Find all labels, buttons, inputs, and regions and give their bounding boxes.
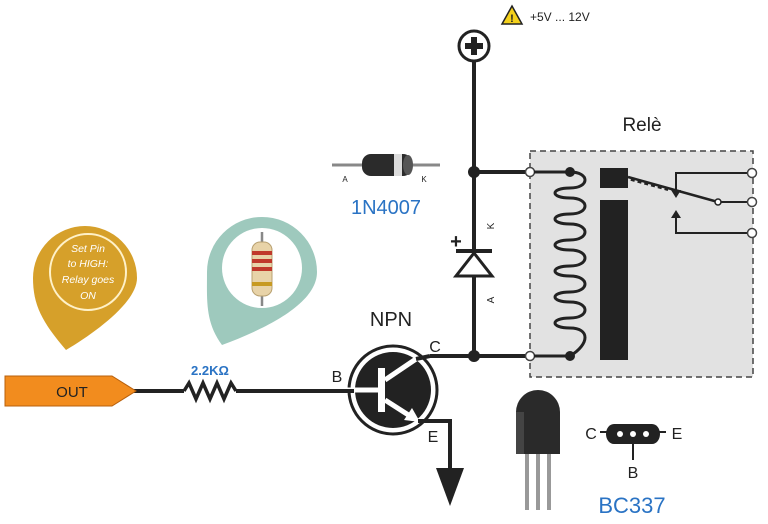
base-resistor xyxy=(182,378,238,404)
svg-text:!: ! xyxy=(510,13,514,25)
diode-polarity-mark: + xyxy=(450,231,462,253)
relay-coil xyxy=(553,170,587,358)
resistor-part-icon xyxy=(251,232,273,306)
relay-core xyxy=(600,200,628,360)
diode-part-label: 1N4007 xyxy=(351,197,421,219)
warning-triangle-icon: ! xyxy=(500,4,524,25)
diode-anode-mark: A xyxy=(486,296,497,303)
relay-box xyxy=(529,150,754,378)
callout-line-3: Relay goes xyxy=(62,274,115,286)
transistor-pin-e: E xyxy=(428,429,439,446)
npn-transistor xyxy=(340,344,439,436)
relay-label: Relè xyxy=(622,115,661,136)
bc337-pin-b: B xyxy=(628,465,639,482)
callout-line-2: to HIGH: xyxy=(68,258,109,270)
diode-part-cathode-mark: K xyxy=(421,175,427,184)
emitter-wire xyxy=(418,419,452,470)
transistor-pin-b: B xyxy=(332,369,343,386)
relay-core-top xyxy=(600,168,628,188)
bc337-pinout-icon xyxy=(600,424,666,460)
relay-terminal-no xyxy=(746,227,758,239)
to92-package-illustration xyxy=(516,390,560,510)
flyback-diode xyxy=(452,249,496,278)
diode-part-anode-mark: A xyxy=(342,175,348,184)
bc337-pin-e: E xyxy=(672,426,683,443)
relay-terminal-nc xyxy=(746,167,758,179)
bc337-part-label: BC337 xyxy=(598,493,665,518)
supply-voltage-label: +5V ... 12V xyxy=(530,10,590,24)
out-pin-label: OUT xyxy=(56,384,88,401)
resistor-value-label: 2.2KΩ xyxy=(191,363,229,378)
plus-terminal-icon xyxy=(457,29,491,63)
callout-gold-pin xyxy=(33,226,137,350)
relay-armature xyxy=(627,175,719,204)
relay-terminal-com xyxy=(746,196,758,208)
relay-module xyxy=(524,150,758,378)
callout-line-4: ON xyxy=(80,290,96,302)
ground-arrow-icon xyxy=(436,468,464,506)
callout-line-1: Set Pin xyxy=(71,243,105,255)
bc337-pin-c: C xyxy=(585,426,597,443)
transistor-pin-c: C xyxy=(429,339,441,356)
diode-part-illustration xyxy=(332,154,440,176)
out-pin-tag xyxy=(4,375,137,407)
diode-cathode-mark: K xyxy=(486,222,497,229)
transistor-type-label: NPN xyxy=(370,309,412,331)
